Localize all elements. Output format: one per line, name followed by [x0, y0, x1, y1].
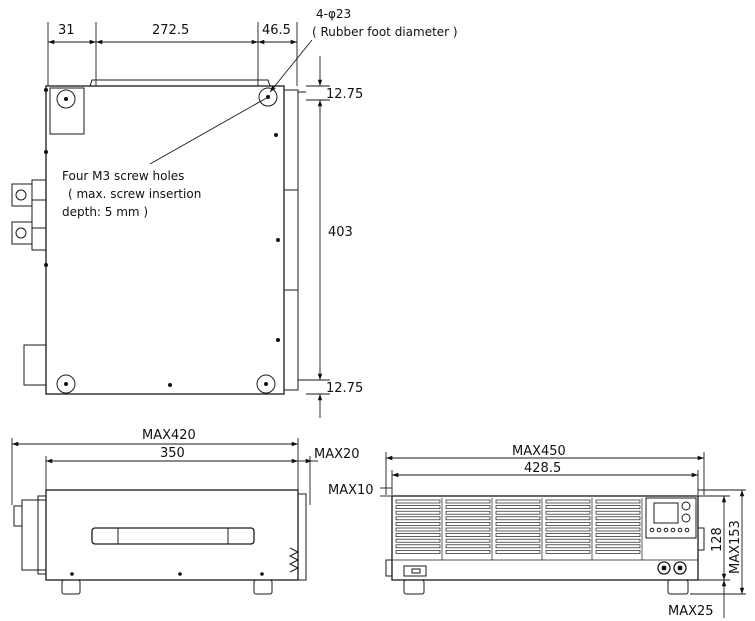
top-view: 31 272.5 46.5 4-φ23 ( Rubber foot diamet…	[11, 7, 458, 418]
screw-note-line3: depth: 5 mm )	[62, 205, 148, 219]
display-icon	[653, 502, 679, 524]
screw-note-line2: ( max. screw insertion	[68, 187, 201, 201]
dim-body-height: 128	[710, 527, 725, 552]
dim-max-foot: MAX25	[668, 604, 714, 619]
dim-left-width: 31	[58, 23, 75, 38]
dim-body-width: 428.5	[524, 461, 561, 476]
rubber-foot-note: ( Rubber foot diameter )	[312, 25, 458, 39]
dim-max-height: MAX153	[728, 520, 743, 574]
rubber-foot-qty: 4-φ23	[316, 7, 351, 21]
foot-icon	[61, 579, 81, 595]
handle-icon	[91, 527, 255, 545]
screw-note-line1: Four M3 screw holes	[62, 169, 184, 183]
vent-grille	[392, 498, 698, 561]
keypad-icon	[649, 527, 690, 533]
connector-lower	[11, 221, 33, 245]
screw-hole-icon	[44, 88, 280, 387]
dim-max-width: MAX450	[512, 444, 566, 459]
connector-upper	[11, 183, 33, 207]
dim-bottom-offset: 12.75	[326, 381, 363, 396]
dim-body-length: 350	[160, 446, 185, 461]
dim-max-length: MAX420	[142, 428, 196, 443]
dim-depth: 403	[328, 225, 353, 240]
dim-right-width: 46.5	[262, 23, 291, 38]
terminal-icon	[657, 561, 687, 575]
side-rail	[283, 89, 299, 391]
knob-icon	[681, 501, 691, 511]
dim-max-protrusion: MAX20	[314, 447, 360, 462]
dim-top-offset: 12.75	[326, 87, 363, 102]
side-view: MAX420 350 MAX20	[11, 428, 360, 595]
side-view-body	[45, 489, 299, 581]
dim-max-top: MAX10	[328, 483, 374, 498]
dim-center-width: 272.5	[152, 23, 189, 38]
top-view-body	[45, 85, 285, 395]
power-switch-icon	[403, 565, 427, 577]
front-view: MAX450 428.5 MAX10	[328, 444, 746, 619]
rubber-foot-icon	[56, 87, 278, 394]
